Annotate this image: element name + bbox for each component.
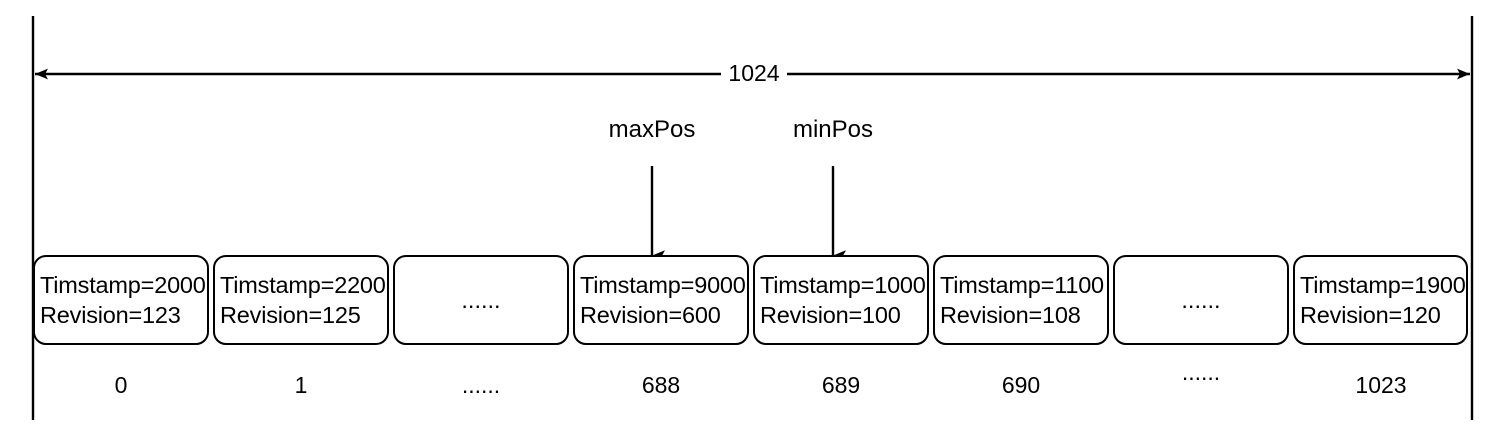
cell-timestamp-label: Timstamp=1100 [940, 272, 1104, 298]
cell-timestamp-label: Timstamp=2000 [40, 272, 206, 298]
buffer-cell[interactable]: Timstamp=1000 Revision=100 [753, 255, 929, 345]
index-label: 1023 [1355, 372, 1407, 398]
cell-revision-label: Revision=123 [40, 302, 181, 328]
cell-revision-label: Revision=108 [940, 302, 1081, 328]
buffer-cell[interactable]: Timstamp=2200 Revision=125 [213, 255, 389, 345]
buffer-cell-row: Timstamp=2000 Revision=123 Timstamp=2200… [33, 255, 1472, 345]
buffer-cell-ellipsis[interactable]: ...... [393, 255, 569, 345]
pointer-label-maxpos: maxPos [608, 116, 696, 143]
index-label: 688 [641, 372, 681, 398]
cell-revision-label: Revision=100 [760, 302, 901, 328]
buffer-cell[interactable]: Timstamp=1900 Revision=120 [1293, 255, 1468, 345]
buffer-cell[interactable]: Timstamp=2000 Revision=123 [33, 255, 209, 345]
buffer-cell[interactable]: Timstamp=1100 Revision=108 [933, 255, 1109, 345]
index-label: 689 [821, 372, 861, 398]
index-label-ellipsis: ...... [1181, 359, 1221, 385]
cell-timestamp-label: Timstamp=1000 [760, 272, 926, 298]
buffer-cell-ellipsis[interactable]: ...... [1113, 255, 1289, 345]
index-label: 1 [294, 372, 308, 398]
cell-revision-label: Revision=125 [220, 302, 361, 328]
buffer-cell[interactable]: Timstamp=9000 Revision=600 [573, 255, 749, 345]
cell-revision-label: Revision=600 [580, 302, 721, 328]
index-label: 0 [114, 372, 128, 398]
ellipsis-text: ...... [1181, 287, 1221, 313]
dimension-label-text: 1024 [721, 60, 787, 86]
cell-timestamp-label: Timstamp=9000 [580, 272, 746, 298]
dimension-label: 1024 [0, 60, 1508, 87]
index-label-row: 0 1 ...... 688 689 690 ...... 1023 [33, 359, 1472, 412]
index-label: 690 [1001, 372, 1041, 398]
cell-timestamp-label: Timstamp=2200 [220, 272, 386, 298]
index-label-ellipsis: ...... [461, 372, 501, 398]
pointer-label-minpos: minPos [792, 116, 874, 143]
ellipsis-text: ...... [461, 287, 501, 313]
cell-revision-label: Revision=120 [1300, 302, 1441, 328]
cell-timestamp-label: Timstamp=1900 [1300, 272, 1466, 298]
